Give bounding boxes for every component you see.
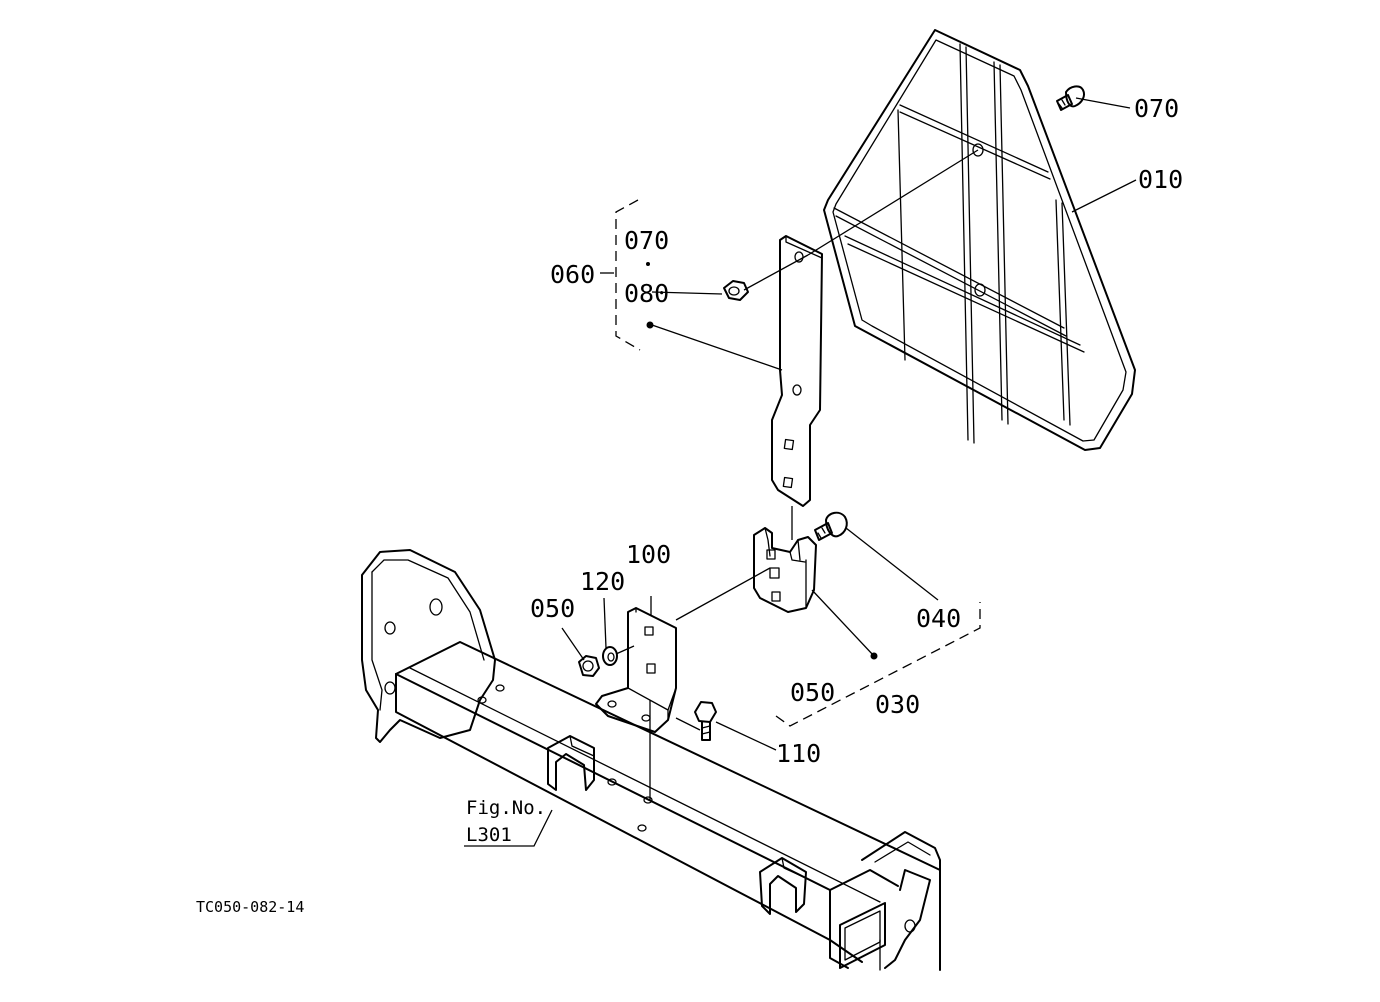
grille-panel-part-010 xyxy=(823,29,1136,451)
label-050-right: 050 xyxy=(790,678,835,707)
holder-bracket-part-030 xyxy=(753,527,817,613)
l-bracket-part-100 xyxy=(595,607,677,733)
reference-dot-030 xyxy=(870,652,878,660)
group-bracket-030 xyxy=(775,602,981,727)
label-050-left: 050 xyxy=(530,594,575,623)
label-040: 040 xyxy=(916,604,961,633)
label-100: 100 xyxy=(626,540,671,569)
label-070-top: 070 xyxy=(1134,94,1179,123)
lock-washer-part-120 xyxy=(602,646,618,666)
label-070-group: 070 xyxy=(624,226,669,255)
label-060: 060 xyxy=(550,260,595,289)
label-110: 110 xyxy=(776,739,821,768)
drawing-code: TC050-082-14 xyxy=(196,898,304,916)
separator-dot-060 xyxy=(646,262,650,266)
nut-part-050-left xyxy=(578,655,600,677)
nut-part-080 xyxy=(723,280,749,301)
group-bracket-060 xyxy=(615,199,641,351)
label-120: 120 xyxy=(580,567,625,596)
label-010: 010 xyxy=(1138,165,1183,194)
bolt-part-040 xyxy=(814,511,848,541)
reference-dot-060 xyxy=(646,321,654,329)
label-fig-ref: L301 xyxy=(466,824,512,846)
label-fig-no: Fig.No. xyxy=(466,797,546,819)
bolt-part-110 xyxy=(694,701,717,741)
label-030: 030 xyxy=(875,690,920,719)
assembly-lines xyxy=(464,97,1137,847)
label-080: 080 xyxy=(624,279,669,308)
bracket-part-060 xyxy=(771,235,823,507)
front-frame-fig-l301 xyxy=(361,549,941,971)
